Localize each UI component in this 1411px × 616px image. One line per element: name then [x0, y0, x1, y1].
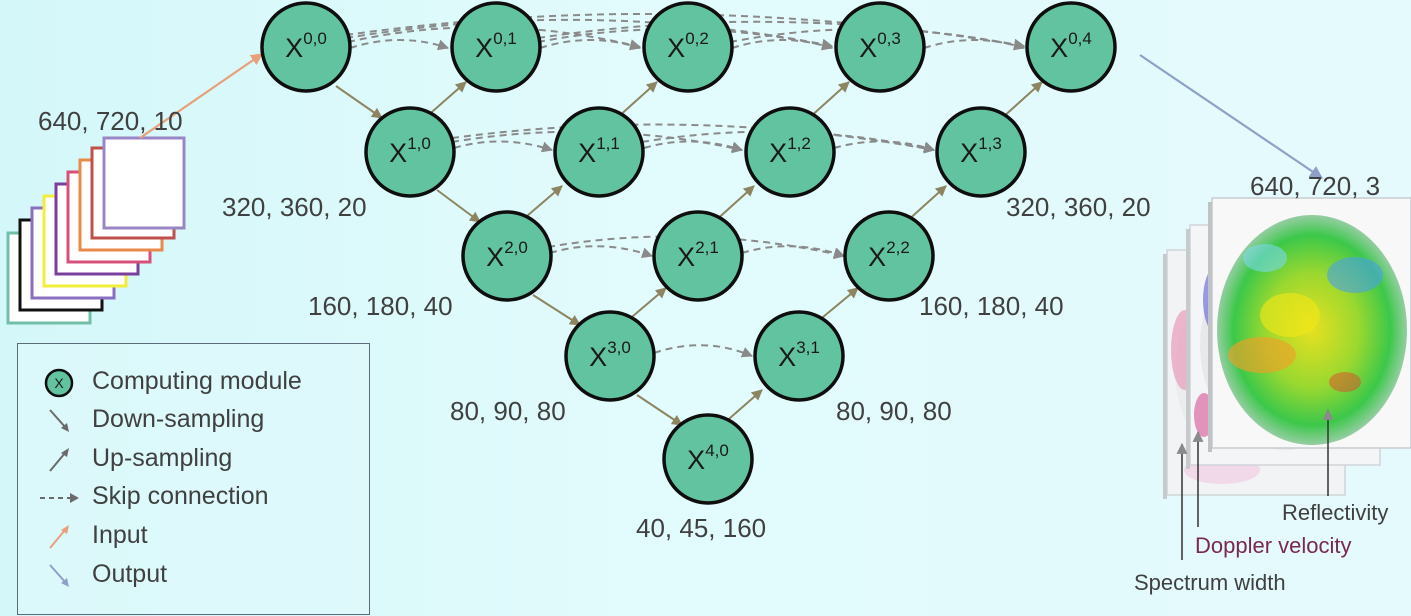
down-sampling-arrow — [436, 189, 481, 223]
legend-label: Down-sampling — [92, 405, 265, 433]
level4-dimension-label: 40, 45, 160 — [636, 513, 767, 543]
svg-text:X3,1: X3,1 — [778, 338, 820, 372]
node-x02: X0,2 — [642, 1, 734, 93]
svg-text:X1,1: X1,1 — [578, 134, 620, 168]
output-arrow — [1139, 54, 1324, 179]
node-x21: X2,1 — [652, 210, 744, 302]
legend-label: Skip connection — [92, 482, 269, 510]
doppler-velocity-label: Doppler velocity — [1195, 533, 1352, 558]
node-x00: X0,0 — [260, 1, 352, 93]
level2-left-dimension-label: 160, 180, 40 — [308, 291, 453, 321]
level3-right-dimension-label: 80, 90, 80 — [836, 396, 952, 426]
legend-label: Input — [92, 521, 148, 549]
legend: X Computing module Down-sampling Up-samp… — [17, 343, 370, 615]
input-dimension-label: 640, 720, 10 — [38, 106, 183, 136]
legend-label: Computing module — [92, 367, 302, 395]
input-frame-stack — [6, 136, 186, 325]
down-sampling-arrow — [335, 85, 383, 119]
reflectivity-label: Reflectivity — [1282, 500, 1389, 525]
svg-text:X0,0: X0,0 — [285, 29, 327, 63]
skip-connection — [731, 39, 834, 51]
node-x01: X0,1 — [450, 1, 542, 93]
node-x03: X0,3 — [834, 1, 926, 93]
up-sampling-arrow-icon — [49, 448, 69, 472]
node-x10: X1,0 — [364, 106, 456, 198]
down-sampling-arrows — [335, 85, 683, 426]
node-x40: X4,0 — [662, 413, 754, 505]
level2-right-dimension-label: 160, 180, 40 — [919, 291, 1064, 321]
skip-connection — [453, 140, 554, 153]
skip-connection — [549, 245, 654, 258]
spectrum-width-label: Spectrum width — [1134, 570, 1286, 595]
node-x04: X0,4 — [1025, 1, 1117, 93]
up-sampling-arrow — [616, 81, 658, 119]
legend-label: Output — [92, 560, 168, 588]
svg-text:X2,2: X2,2 — [868, 238, 910, 272]
up-sampling-arrow — [816, 287, 859, 323]
output-arrow-icon — [49, 564, 69, 587]
up-sampling-arrow — [1001, 81, 1043, 119]
level1-right-dimension-label: 320, 360, 20 — [1006, 192, 1151, 222]
svg-text:X: X — [54, 375, 64, 391]
down-sampling-arrow-icon — [49, 409, 69, 432]
svg-text:X0,4: X0,4 — [1050, 29, 1092, 63]
output-field-stack — [1163, 197, 1411, 560]
down-sampling-arrow — [636, 394, 683, 426]
skip-connection — [653, 344, 754, 358]
reflectivity-field — [1217, 215, 1407, 445]
computing-modules: X0,0 X0,1 X0,2 X0,3 X0,4 X1,0 X1,1 X1,2 … — [260, 1, 1117, 505]
svg-text:X3,0: X3,0 — [589, 338, 631, 372]
output-dimension-label: 640, 720, 3 — [1250, 171, 1381, 201]
skip-connection — [741, 245, 846, 258]
svg-text:X4,0: X4,0 — [687, 441, 729, 475]
up-sampling-arrow — [905, 185, 947, 223]
computing-module-icon: X — [44, 368, 74, 398]
up-sampling-arrow — [808, 81, 850, 119]
up-sampling-arrow — [713, 185, 755, 223]
level3-left-dimension-label: 80, 90, 80 — [450, 396, 566, 426]
level1-left-dimension-label: 320, 360, 20 — [222, 192, 367, 222]
svg-text:X1,0: X1,0 — [389, 134, 431, 168]
node-x31: X3,1 — [753, 310, 845, 402]
node-x11: X1,1 — [553, 106, 645, 198]
skip-connection-arrow-icon — [40, 493, 79, 503]
input-arrow — [139, 53, 263, 139]
node-x12: X1,2 — [744, 106, 836, 198]
skip-connection — [923, 39, 1026, 51]
skip-connection — [451, 123, 936, 154]
svg-text:X0,1: X0,1 — [475, 29, 517, 63]
svg-text:X1,2: X1,2 — [769, 134, 811, 168]
down-sampling-arrow — [532, 294, 581, 326]
skip-connection — [539, 39, 642, 51]
svg-text:X0,3: X0,3 — [859, 29, 901, 63]
skip-connection — [537, 20, 1026, 50]
node-x20: X2,0 — [461, 210, 553, 302]
svg-text:X0,2: X0,2 — [667, 29, 709, 63]
skip-connection — [349, 39, 450, 51]
skip-connection — [833, 140, 936, 153]
svg-text:X2,1: X2,1 — [677, 238, 719, 272]
input-arrow-icon — [49, 525, 69, 549]
skip-connection — [643, 140, 744, 153]
svg-text:X2,0: X2,0 — [486, 238, 528, 272]
input-frame — [102, 136, 186, 230]
svg-text:X1,3: X1,3 — [960, 134, 1002, 168]
node-x13: X1,3 — [935, 106, 1027, 198]
node-x22: X2,2 — [843, 210, 935, 302]
legend-label: Up-sampling — [92, 444, 233, 472]
node-x30: X3,0 — [564, 310, 656, 402]
